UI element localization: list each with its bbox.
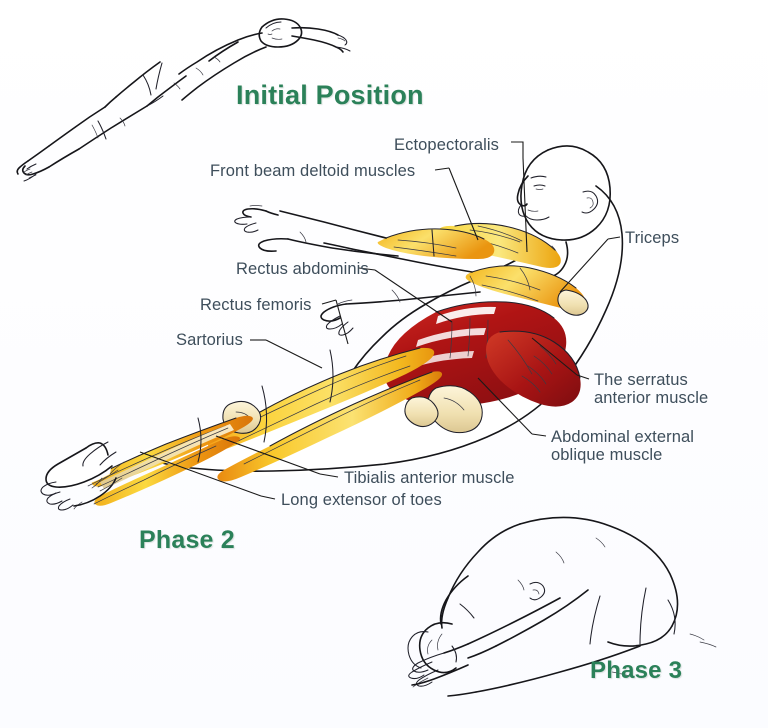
label-ectopectoralis: Ectopectoralis [394, 136, 500, 154]
label-rectus-femoris: Rectus femoris [200, 296, 312, 314]
label-serratus-line1: The serratus [594, 371, 688, 389]
heading-phase-2: Phase 2 [139, 526, 235, 554]
label-oblique-line2: oblique muscle [551, 446, 663, 465]
label-serratus-line2: anterior muscle [594, 389, 709, 408]
label-serratus-anterior: The serratus anterior muscle [594, 371, 764, 408]
label-triceps: Triceps [625, 229, 680, 247]
label-long-extensor-toes: Long extensor of toes [281, 491, 442, 509]
label-tibialis-anterior: Tibialis anterior muscle [344, 469, 515, 487]
label-abdominal-external-oblique: Abdominal external oblique muscle [551, 428, 721, 465]
heading-phase-3: Phase 3 [590, 657, 683, 684]
label-sartorius: Sartorius [176, 331, 243, 349]
label-oblique-line1: Abdominal external [551, 428, 695, 446]
label-front-beam-deltoid: Front beam deltoid muscles [210, 162, 416, 180]
heading-initial-position: Initial Position [236, 80, 424, 110]
label-rectus-abdominis: Rectus abdominis [236, 260, 369, 278]
